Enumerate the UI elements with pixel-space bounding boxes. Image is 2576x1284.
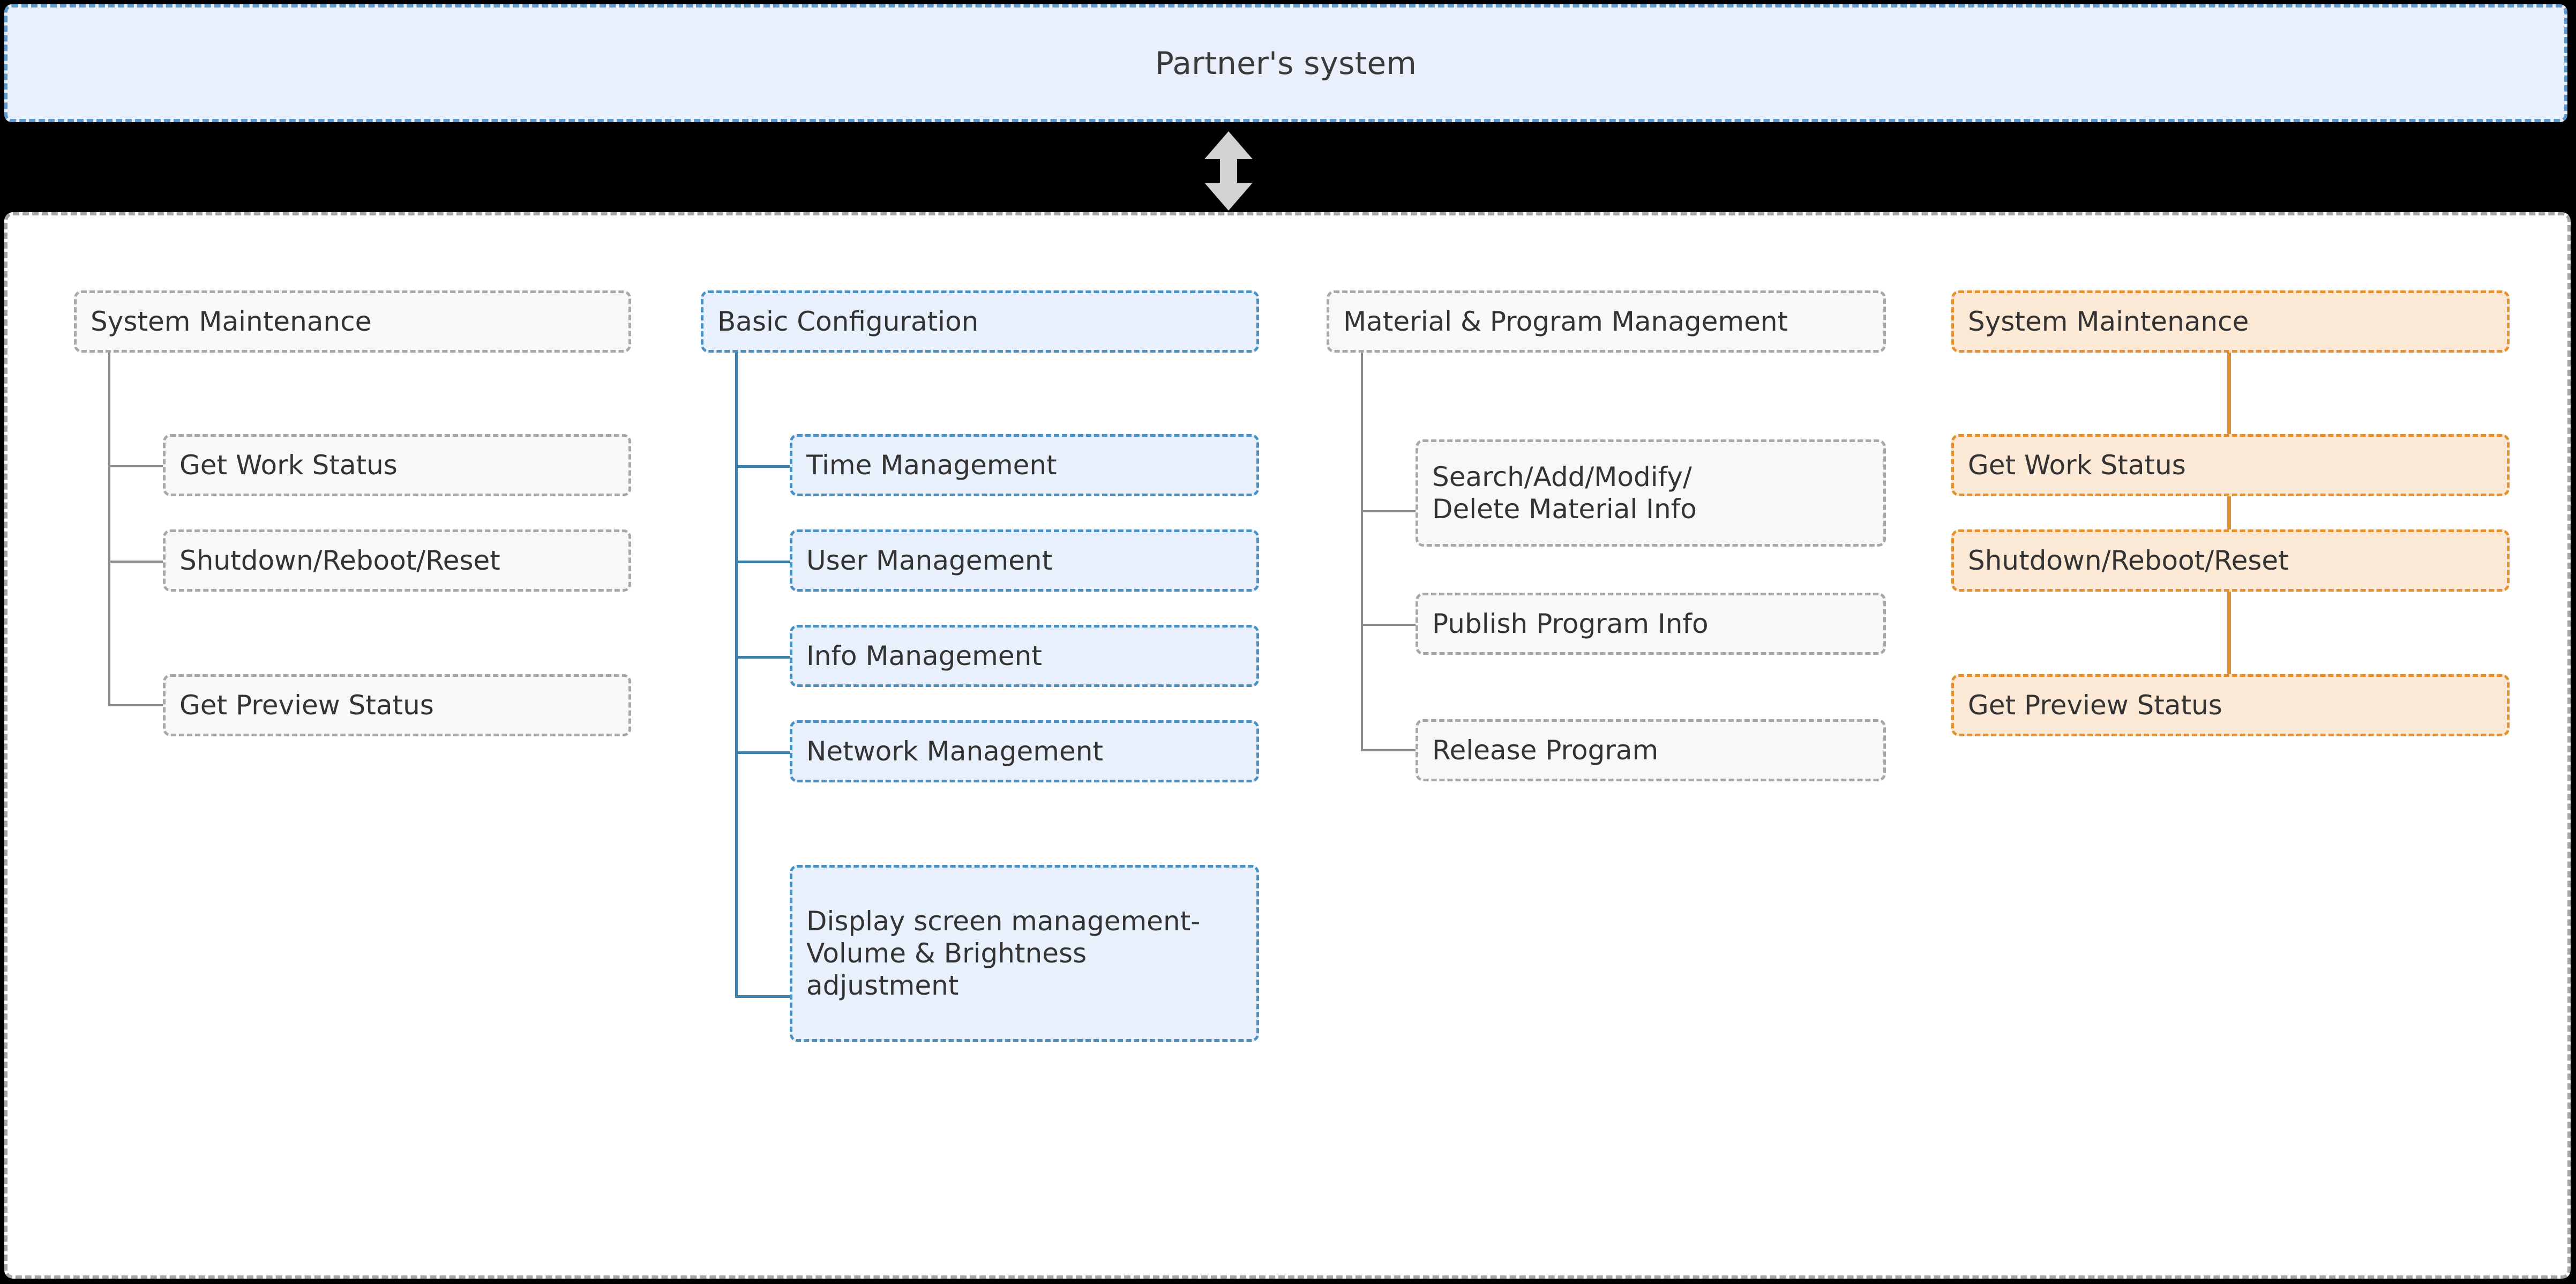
node-time-management[interactable]: Time Management: [790, 434, 1259, 496]
connector-branch-col2-4: [735, 751, 793, 754]
node-label: Search/Add/Modify/ Delete Material Info: [1432, 461, 1697, 525]
node-label: Get Preview Status: [179, 690, 434, 721]
node-label: Display screen management-Volume & Brigh…: [806, 906, 1201, 1001]
node-label: Basic Configuration: [717, 306, 979, 337]
node-release-program[interactable]: Release Program: [1416, 719, 1886, 781]
node-chain-get-preview-status[interactable]: Get Preview Status: [1951, 674, 2510, 736]
connector-branch-col2-5: [735, 995, 793, 998]
connector-trunk-col1: [108, 353, 110, 706]
node-info-management[interactable]: Info Management: [790, 625, 1259, 687]
node-label: Shutdown/Reboot/Reset: [1968, 545, 2289, 576]
node-label: Publish Program Info: [1432, 608, 1709, 639]
node-label: Shutdown/Reboot/Reset: [179, 545, 500, 576]
bidirectional-sync-arrow: [1202, 131, 1255, 211]
partner-system-label: Partner's system: [1155, 45, 1417, 81]
connector-branch-col2-3: [735, 656, 793, 659]
node-label: Get Work Status: [1968, 450, 2186, 481]
node-get-preview-status[interactable]: Get Preview Status: [163, 674, 631, 736]
node-label: System Maintenance: [91, 306, 372, 337]
node-system-maintenance-parent[interactable]: System Maintenance: [74, 290, 631, 353]
partner-system-band: Partner's system: [4, 4, 2567, 122]
connector-chain-col4-3: [2227, 592, 2231, 674]
node-user-management[interactable]: User Management: [790, 529, 1259, 592]
connector-trunk-col2: [735, 353, 738, 998]
node-shutdown-reboot-reset[interactable]: Shutdown/Reboot/Reset: [163, 529, 631, 592]
node-label: System Maintenance: [1968, 306, 2249, 337]
node-label: User Management: [806, 545, 1053, 576]
node-chain-get-work-status[interactable]: Get Work Status: [1951, 434, 2510, 496]
node-basic-configuration-parent[interactable]: Basic Configuration: [701, 290, 1259, 353]
node-get-work-status[interactable]: Get Work Status: [163, 434, 631, 496]
node-display-screen-management[interactable]: Display screen management-Volume & Brigh…: [790, 865, 1259, 1042]
node-chain-system-maintenance[interactable]: System Maintenance: [1951, 290, 2510, 353]
connector-branch-col1-2: [108, 561, 164, 563]
node-label: Material & Program Management: [1343, 306, 1788, 337]
connector-branch-col3-1: [1361, 510, 1419, 512]
node-label: Release Program: [1432, 735, 1659, 766]
node-publish-program-info[interactable]: Publish Program Info: [1416, 593, 1886, 655]
connector-chain-col4-2: [2227, 496, 2231, 529]
node-chain-shutdown-reboot-reset[interactable]: Shutdown/Reboot/Reset: [1951, 529, 2510, 592]
connector-branch-col2-2: [735, 561, 793, 563]
connector-chain-col4-1: [2227, 353, 2231, 434]
node-label: Network Management: [806, 736, 1104, 767]
node-search-add-modify-delete-material-info[interactable]: Search/Add/Modify/ Delete Material Info: [1416, 439, 1886, 547]
connector-branch-col1-1: [108, 465, 164, 467]
connector-trunk-col3: [1361, 353, 1363, 751]
node-label: Get Work Status: [179, 450, 398, 481]
node-label: Get Preview Status: [1968, 690, 2222, 721]
node-network-management[interactable]: Network Management: [790, 720, 1259, 782]
connector-branch-col3-2: [1361, 624, 1419, 626]
connector-branch-col1-3: [108, 704, 164, 706]
connector-branch-col3-3: [1361, 749, 1419, 751]
node-label: Time Management: [806, 450, 1057, 481]
device-capability-frame: System Maintenance Get Work Status Shutd…: [4, 212, 2571, 1279]
node-material-program-management-parent[interactable]: Material & Program Management: [1327, 290, 1886, 353]
connector-branch-col2-1: [735, 465, 793, 468]
node-label: Info Management: [806, 640, 1042, 671]
